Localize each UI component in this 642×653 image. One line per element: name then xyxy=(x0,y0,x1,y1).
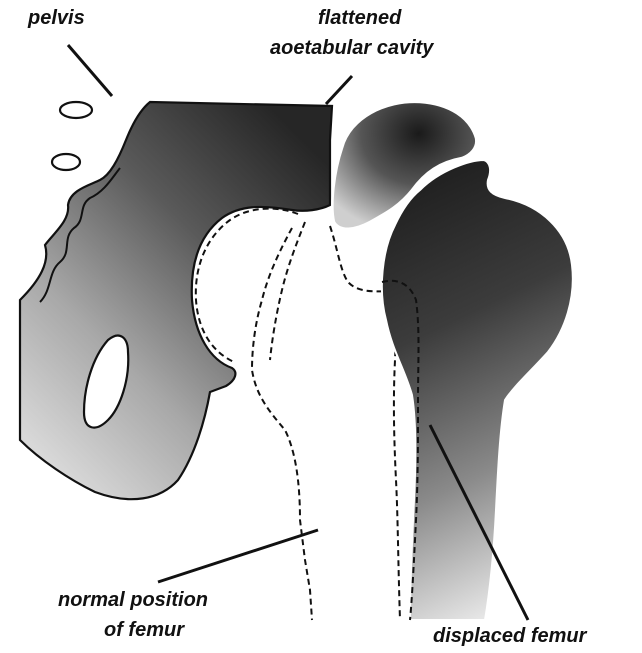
pelvis-bone xyxy=(20,102,332,499)
pelvis-label: pelvis xyxy=(27,7,85,29)
pelvis-hole-upper xyxy=(60,102,92,118)
normal-femur-label-line1: normal position xyxy=(58,589,208,611)
cavity-label-line2: aoetabular cavity xyxy=(270,37,434,59)
normal-femur-label-line2: of femur xyxy=(104,619,185,641)
displaced-femur-bone xyxy=(382,160,573,620)
pelvis-leader xyxy=(68,45,112,96)
cavity-label-line1: flattened xyxy=(318,7,402,29)
displaced-femur-label: displaced femur xyxy=(433,625,588,647)
cavity-leader xyxy=(326,76,352,104)
empty-acetabulum xyxy=(198,211,326,363)
displaced-femur xyxy=(382,160,573,620)
pelvis-hole-lower xyxy=(52,154,80,170)
normal-femur-leader xyxy=(158,530,318,582)
